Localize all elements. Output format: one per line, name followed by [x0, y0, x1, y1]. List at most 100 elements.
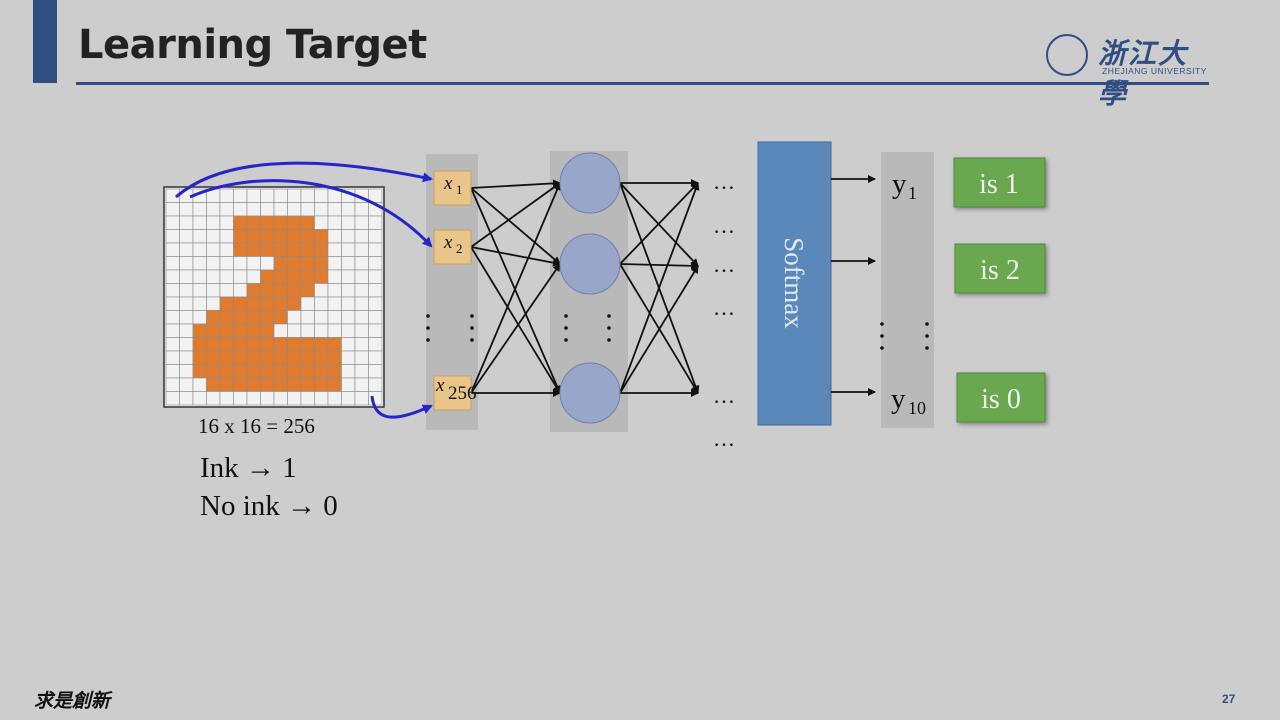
grid-pixel [206, 242, 221, 257]
grid-pixel [206, 283, 221, 298]
input-x1-subscript: 1 [456, 182, 463, 197]
grid-pixel [273, 256, 288, 271]
grid-pixel [260, 391, 275, 406]
grid-pixel [206, 350, 221, 365]
output-vertical-ellipsis [880, 322, 929, 350]
grid-pixel [368, 283, 383, 298]
grid-pixel [192, 310, 207, 325]
university-name-chinese: 浙江大學 [1098, 37, 1189, 110]
pixel-to-x1-arrow [175, 161, 433, 199]
university-logo: 浙江大學 ZHEJIANG UNIVERSITY [1044, 32, 1214, 110]
grid-pixel [327, 391, 342, 406]
grid-pixel [314, 202, 329, 217]
grid-pixel [233, 364, 248, 379]
grid-pixel [327, 337, 342, 352]
input-vertical-ellipsis [426, 314, 474, 342]
connection-lines [470, 179, 700, 397]
input-node-x256: x 256 [433, 375, 477, 411]
grid-pixel [341, 269, 356, 284]
grid-pixel [165, 377, 180, 392]
grid-pixel [341, 215, 356, 230]
page-number: 27 [1222, 692, 1236, 706]
grid-pixel [246, 364, 261, 379]
grid-pixel [179, 337, 194, 352]
grid-pixel [368, 350, 383, 365]
grid-pixel [341, 283, 356, 298]
grid-pixel [246, 269, 261, 284]
grid-pixel [273, 323, 288, 338]
grid-pixel [354, 323, 369, 338]
pixel-to-x2-arrow [189, 179, 433, 248]
grid-pixel [354, 215, 369, 230]
grid-pixel [273, 364, 288, 379]
grid-pixel [165, 202, 180, 217]
pixel-to-x256-arrow [370, 395, 433, 419]
grid-pixel [246, 188, 261, 203]
grid-pixel [300, 256, 315, 271]
grid-pixel [314, 364, 329, 379]
grid-pixel [273, 377, 288, 392]
grid-pixel [260, 364, 275, 379]
ink-encoding-text: Ink → 1 [200, 452, 297, 484]
grid-pixel [368, 337, 383, 352]
hidden-next-edge [619, 182, 700, 394]
grid-pixel [368, 391, 383, 406]
grid-pixel [165, 256, 180, 271]
grid-pixel [192, 229, 207, 244]
grid-pixel [354, 242, 369, 257]
grid-pixel [192, 350, 207, 365]
grid-pixel [179, 269, 194, 284]
grid-pixel [300, 337, 315, 352]
grid-pixel [233, 256, 248, 271]
grid-pixel [273, 391, 288, 406]
digit-pixel-grid [163, 186, 385, 408]
grid-pixel [192, 391, 207, 406]
grid-pixel [219, 391, 234, 406]
input-x1-symbol: x [443, 173, 453, 194]
grid-pixel [260, 350, 275, 365]
grid-pixel [260, 188, 275, 203]
grid-pixel [260, 256, 275, 271]
hidden-neuron-3 [559, 362, 621, 424]
grid-pixel [179, 310, 194, 325]
grid-pixel [179, 391, 194, 406]
grid-pixel [314, 229, 329, 244]
hidden-next-edge [619, 265, 699, 394]
hidden-neuron-2 [559, 233, 621, 295]
ellipsis-row-4: … [713, 295, 735, 320]
grid-pixel [327, 269, 342, 284]
grid-pixel [165, 242, 180, 257]
university-name-english: ZHEJIANG UNIVERSITY [1102, 66, 1207, 76]
grid-pixel [260, 323, 275, 338]
grid-pixel [327, 242, 342, 257]
grid-pixel [206, 364, 221, 379]
grid-pixel [233, 215, 248, 230]
input-x256-subscript: 256 [448, 383, 477, 404]
target-is-1-label: is 1 [979, 169, 1019, 200]
grid-pixel [314, 350, 329, 365]
ellipsis-row-3: … [713, 252, 735, 277]
grid-pixel [273, 296, 288, 311]
grid-pixel [314, 283, 329, 298]
grid-pixel [341, 256, 356, 271]
target-is-2-label: is 2 [980, 255, 1020, 286]
grid-pixel [300, 215, 315, 230]
grid-pixel [341, 391, 356, 406]
grid-pixel [246, 215, 261, 230]
grid-pixel [165, 310, 180, 325]
ellipsis-row-2: … [713, 213, 735, 238]
output-y1-subscript: 1 [908, 183, 917, 203]
grid-pixel [206, 269, 221, 284]
grid-pixel [273, 283, 288, 298]
grid-pixel [287, 310, 302, 325]
softmax-block [757, 141, 832, 426]
grid-pixel [260, 229, 275, 244]
grid-pixel [246, 323, 261, 338]
output-y10-symbol: y [891, 383, 906, 415]
grid-pixel [300, 310, 315, 325]
input-hidden-edge [470, 187, 561, 394]
grid-pixel [368, 296, 383, 311]
grid-pixel [300, 296, 315, 311]
grid-pixel [219, 215, 234, 230]
